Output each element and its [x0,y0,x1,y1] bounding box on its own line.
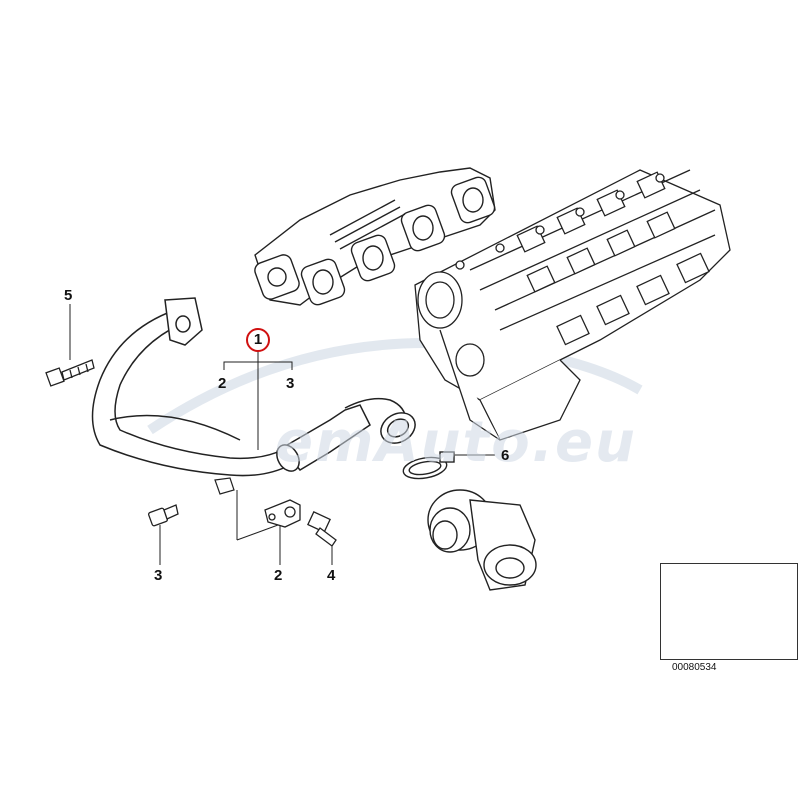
vehicle-thumbnail [660,563,798,660]
leader-lines [69,304,495,565]
pipe-clip [214,477,235,495]
diagram-code: 00080534 [672,662,717,673]
cylinder-head [414,169,731,441]
watermark-text: emAuto.eu [275,410,637,475]
callout-5[interactable]: 5 [64,287,73,304]
hose-clamp [402,451,455,480]
callout-6[interactable]: 6 [501,447,510,464]
hex-screw [307,510,337,547]
egr-pipe [91,297,416,477]
callout-1[interactable]: 1 [246,328,270,352]
callout-4[interactable]: 4 [327,567,336,584]
callout-2-bracket[interactable]: 2 [218,375,227,392]
egr-valve [427,489,537,591]
bracket-piece [264,499,301,528]
callout-3[interactable]: 3 [154,567,163,584]
callout-2[interactable]: 2 [274,567,283,584]
left-bolt [148,504,179,527]
exhaust-manifold [254,167,496,306]
callout-3-bracket[interactable]: 3 [286,375,295,392]
top-bolt [45,359,95,387]
